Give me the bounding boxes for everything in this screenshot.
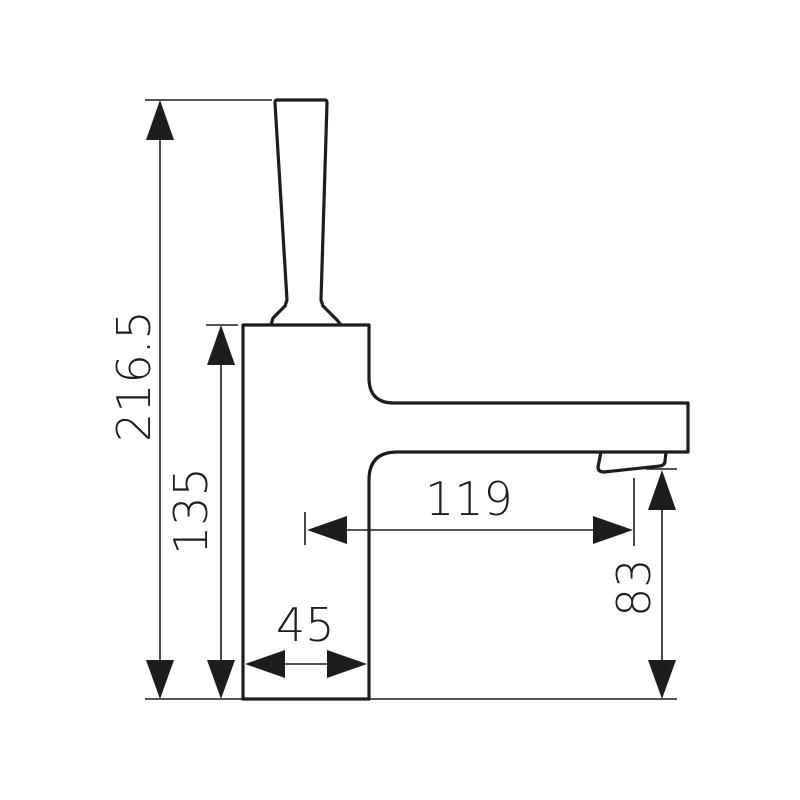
arrow-down-icon <box>207 660 235 699</box>
arrow-down-icon <box>648 660 676 699</box>
arrow-up-icon <box>648 470 676 510</box>
arrow-up-icon <box>207 325 235 365</box>
handle <box>269 98 343 326</box>
body-and-spout <box>241 323 690 701</box>
tap-outline <box>241 98 690 701</box>
arrow-up-icon <box>146 100 174 140</box>
arrow-right-icon <box>327 650 367 678</box>
dimension-body-height: 135 <box>164 325 235 699</box>
dimension-spout-reach: 119 <box>304 472 635 546</box>
spout-reach-label: 119 <box>425 472 513 526</box>
aerator <box>596 451 668 474</box>
arrow-right-icon <box>593 516 633 544</box>
body-height-label: 135 <box>164 467 218 555</box>
arrow-left-icon <box>307 516 347 544</box>
spout-height-label: 83 <box>607 558 661 617</box>
dimension-spout-height: 83 <box>607 470 676 699</box>
arrow-left-icon <box>245 650 285 678</box>
dimension-body-width: 45 <box>245 598 367 678</box>
body-width-label: 45 <box>276 598 335 652</box>
overall-height-label: 216.5 <box>107 310 161 442</box>
arrow-down-icon <box>146 660 174 699</box>
dimension-overall-height: 216.5 <box>107 100 174 699</box>
